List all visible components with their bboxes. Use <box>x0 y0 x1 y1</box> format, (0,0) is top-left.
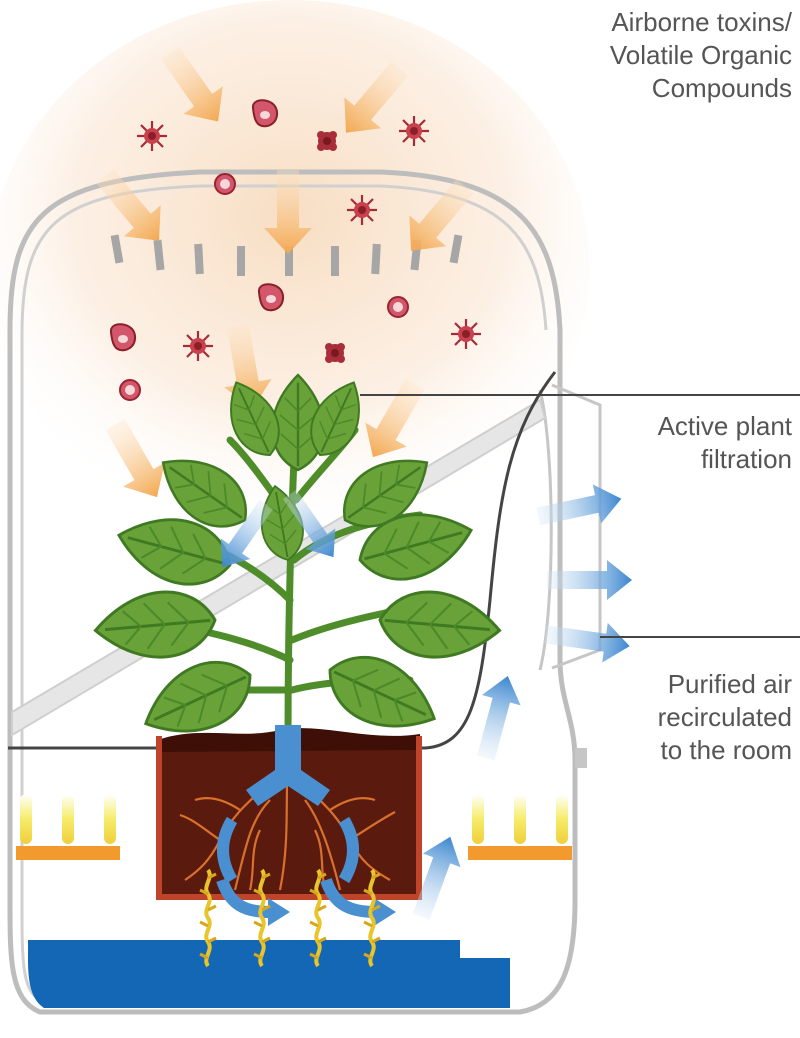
label-line: Airborne toxins/ <box>611 7 792 37</box>
label-line: Purified air <box>667 669 792 699</box>
label-purified-air: Purified air recirculated to the room <box>610 668 792 767</box>
water-reservoir <box>28 940 510 1008</box>
toxin-particle-icon <box>181 329 215 363</box>
label-line: Active plant <box>657 411 792 441</box>
toxin-particle-icon <box>317 131 337 151</box>
callout-lines <box>360 394 800 638</box>
toxin-particle-icon <box>449 317 483 351</box>
toxin-particle-icon <box>257 283 285 312</box>
label-line: recirculated <box>657 702 792 732</box>
label-line: Compounds <box>651 73 792 103</box>
toxin-particle-icon <box>135 119 169 153</box>
blue-flow-arrow-icon <box>534 479 626 536</box>
label-line: to the room <box>660 735 792 765</box>
label-active-plant-filtration: Active plant filtration <box>600 410 792 476</box>
blue-flow-arrow-icon <box>466 670 528 764</box>
label-line: Volatile Organic <box>609 40 792 70</box>
toxin-particle-icon <box>251 99 279 128</box>
intake-vent-slats <box>110 234 463 276</box>
toxin-particle-icon <box>119 379 141 401</box>
plant <box>91 372 504 754</box>
root-airflow <box>216 725 396 926</box>
toxin-particle-icon <box>109 323 137 352</box>
label-line: filtration <box>700 444 792 474</box>
toxin-particle-icon <box>325 343 345 363</box>
grow-light-icon <box>16 794 120 860</box>
toxin-particle-icon <box>214 173 236 195</box>
blue-flow-arrow-icon <box>542 614 633 666</box>
toxin-particle-icon <box>345 193 379 227</box>
leaf <box>91 586 220 665</box>
toxin-particle-icon <box>387 296 409 318</box>
grow-light-icon <box>468 794 572 860</box>
toxin-particle-icon <box>397 114 431 148</box>
label-airborne-toxins: Airborne toxins/ Volatile Organic Compou… <box>560 6 792 105</box>
